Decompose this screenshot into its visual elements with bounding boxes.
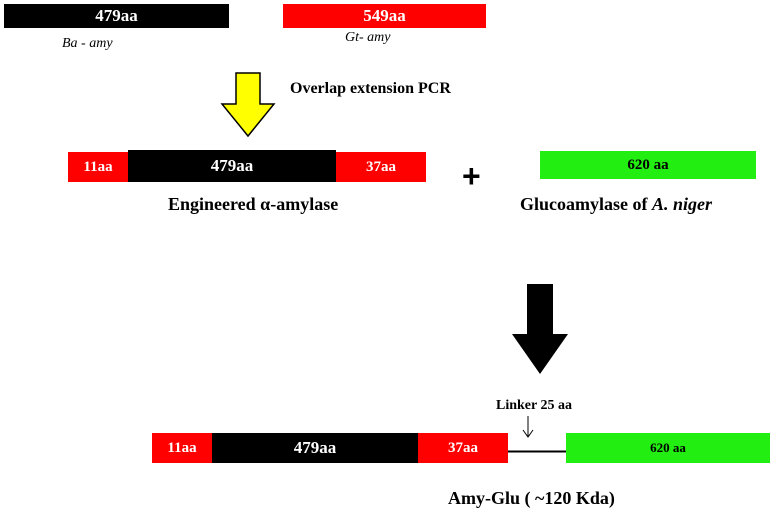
engineered-middle-segment: 479aa	[128, 150, 336, 182]
fusion-caption: Amy-Glu ( ~120 Kda)	[448, 488, 615, 508]
gt-amy-segment-label: 549aa	[363, 6, 406, 25]
fusion-middle-label: 479aa	[293, 438, 337, 457]
fusion-middle-segment: 479aa	[212, 433, 418, 463]
fusion-right-label: 37aa	[448, 439, 478, 456]
black-down-arrow-icon	[512, 284, 568, 374]
engineered-right-segment: 37aa	[336, 152, 426, 182]
yellow-down-arrow-icon	[220, 72, 276, 138]
linker-pointer-arrow-icon	[522, 416, 534, 438]
fusion-right-segment: 37aa	[418, 433, 508, 463]
engineered-middle-label: 479aa	[210, 156, 254, 175]
engineered-left-label: 11aa	[83, 158, 113, 175]
ba-amy-segment-label: 479aa	[95, 6, 138, 25]
linker-label: Linker 25 aa	[496, 398, 572, 413]
linker-line	[508, 450, 568, 453]
gt-amy-segment: 549aa	[283, 4, 486, 28]
ba-amy-segment: 479aa	[4, 4, 229, 28]
engineered-right-label: 37aa	[366, 158, 396, 175]
overlap-pcr-label: Overlap extension PCR	[290, 80, 451, 97]
fusion-left-segment: 11aa	[152, 433, 212, 463]
fusion-green-segment: 620 aa	[566, 433, 770, 463]
glucoamylase-caption: Glucoamylase of A. niger	[520, 194, 712, 215]
glucoamylase-segment: 620 aa	[540, 151, 756, 179]
engineered-left-segment: 11aa	[68, 152, 128, 182]
linker-pointer-head	[522, 429, 534, 438]
gt-amy-label: Gt- amy	[345, 30, 391, 45]
plus-sign: +	[462, 158, 481, 194]
engineered-caption: Engineered α-amylase	[168, 194, 339, 214]
ba-amy-label: Ba - amy	[62, 36, 113, 51]
black-arrow-shape	[512, 284, 568, 374]
glucoamylase-segment-label: 620 aa	[627, 156, 669, 173]
glucoamylase-caption-species: A. niger	[652, 194, 713, 214]
fusion-green-label: 620 aa	[650, 440, 686, 455]
yellow-arrow-shape	[220, 72, 276, 138]
fusion-left-label: 11aa	[167, 439, 197, 456]
glucoamylase-caption-prefix: Glucoamylase of	[520, 194, 652, 214]
